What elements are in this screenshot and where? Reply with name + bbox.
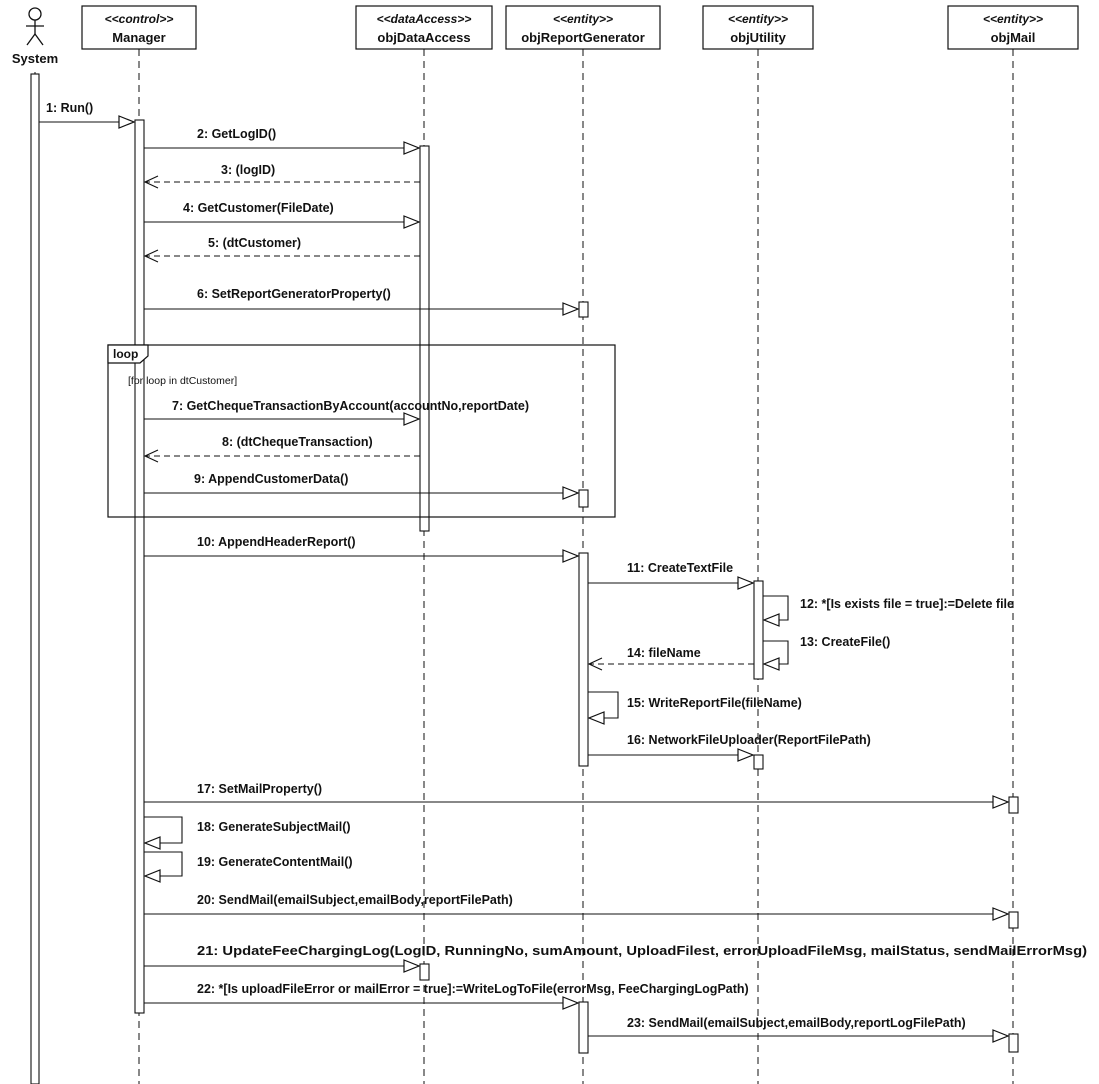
loop-guard: [for loop in dtCustomer] bbox=[128, 375, 237, 387]
mail-activation-3 bbox=[1008, 1033, 1019, 1053]
lifeline-objmail: <<entity>> objMail bbox=[947, 5, 1079, 50]
lifeline-objutility: <<entity>> objUtility bbox=[702, 5, 814, 50]
actor-system: System bbox=[12, 7, 58, 66]
message-18-arrow bbox=[143, 816, 183, 850]
message-13-arrow bbox=[762, 640, 789, 671]
lifeline-objreportgenerator: <<entity>> objReportGenerator bbox=[505, 5, 661, 50]
report-activation-1 bbox=[578, 301, 589, 318]
svg-text:<<dataAccess>>: <<dataAccess>> bbox=[377, 12, 472, 26]
report-activation-4 bbox=[578, 1001, 589, 1054]
message-21-label: 21: UpdateFeeChargingLog(LogID, RunningN… bbox=[197, 944, 1087, 958]
mail-activation-2 bbox=[1008, 911, 1019, 929]
svg-text:objUtility: objUtility bbox=[730, 30, 786, 45]
svg-text:<<control>>: <<control>> bbox=[105, 12, 174, 26]
svg-text:<<entity>>: <<entity>> bbox=[553, 12, 613, 26]
message-8-label: 8: (dtChequeTransaction) bbox=[222, 435, 373, 449]
message-16-label: 16: NetworkFileUploader(ReportFilePath) bbox=[627, 733, 871, 747]
message-6-label: 6: SetReportGeneratorProperty() bbox=[197, 287, 391, 301]
lifeline-manager: <<control>> Manager bbox=[81, 5, 197, 50]
report-activation-2 bbox=[578, 489, 589, 508]
svg-text:<<entity>>: <<entity>> bbox=[983, 12, 1043, 26]
message-7-label: 7: GetChequeTransactionByAccount(account… bbox=[172, 399, 529, 413]
message-1-label: 1: Run() bbox=[46, 101, 93, 115]
message-17-label: 17: SetMailProperty() bbox=[197, 782, 322, 796]
message-20-label: 20: SendMail(emailSubject,emailBody,repo… bbox=[197, 893, 513, 907]
message-4-label: 4: GetCustomer(FileDate) bbox=[183, 201, 334, 215]
loop-fragment: loop [for loop in dtCustomer] bbox=[107, 344, 616, 518]
message-18-label: 18: GenerateSubjectMail() bbox=[197, 820, 351, 834]
message-23-label: 23: SendMail(emailSubject,emailBody,repo… bbox=[627, 1016, 966, 1030]
message-15-arrow bbox=[587, 691, 619, 725]
dataaccess-activation-2 bbox=[419, 963, 430, 981]
message-3-label: 3: (logID) bbox=[221, 163, 275, 177]
message-11-label: 11: CreateTextFile bbox=[627, 561, 733, 575]
message-13-label: 13: CreateFile() bbox=[800, 635, 890, 649]
svg-text:<<entity>>: <<entity>> bbox=[728, 12, 788, 26]
message-22-label: 22: *[Is uploadFileError or mailError = … bbox=[197, 982, 749, 996]
report-activation-3 bbox=[578, 552, 589, 767]
actor-label: System bbox=[12, 51, 58, 66]
svg-text:objReportGenerator: objReportGenerator bbox=[521, 30, 645, 45]
message-12-label: 12: *[Is exists file = true]:=Delete fil… bbox=[800, 597, 1014, 611]
message-2-label: 2: GetLogID() bbox=[197, 127, 276, 141]
message-19-arrow bbox=[143, 851, 183, 883]
message-15-label: 15: WriteReportFile(fileName) bbox=[627, 696, 802, 710]
system-activation bbox=[30, 73, 40, 1084]
manager-activation bbox=[134, 119, 145, 1014]
svg-text:objMail: objMail bbox=[991, 30, 1036, 45]
dataaccess-activation bbox=[419, 145, 430, 532]
svg-text:objDataAccess: objDataAccess bbox=[377, 30, 470, 45]
mail-activation-1 bbox=[1008, 796, 1019, 814]
message-10-label: 10: AppendHeaderReport() bbox=[197, 535, 356, 549]
svg-text:Manager: Manager bbox=[112, 30, 165, 45]
message-12-arrow bbox=[762, 595, 789, 627]
utility-activation-2 bbox=[753, 754, 764, 770]
message-19-label: 19: GenerateContentMail() bbox=[197, 855, 353, 869]
loop-label: loop bbox=[113, 347, 138, 361]
actor-head-icon bbox=[28, 7, 42, 21]
message-9-label: 9: AppendCustomerData() bbox=[194, 472, 348, 486]
utility-activation-1 bbox=[753, 580, 764, 680]
lifeline-objdataaccess: <<dataAccess>> objDataAccess bbox=[355, 5, 493, 50]
message-5-label: 5: (dtCustomer) bbox=[208, 236, 301, 250]
message-14-label: 14: fileName bbox=[627, 646, 701, 660]
